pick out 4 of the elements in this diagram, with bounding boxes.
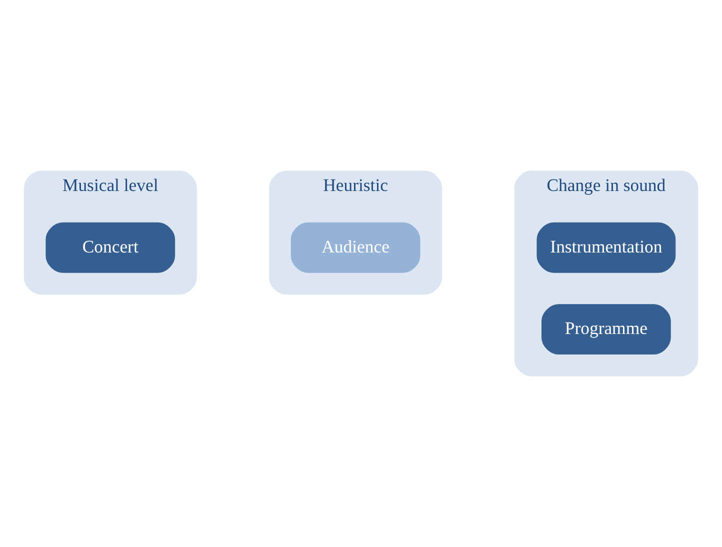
node-box: Audience <box>290 222 420 273</box>
node-box: Programme <box>541 304 671 355</box>
node-box: Concert <box>46 222 176 273</box>
node-box: Instrumentation <box>536 222 676 273</box>
